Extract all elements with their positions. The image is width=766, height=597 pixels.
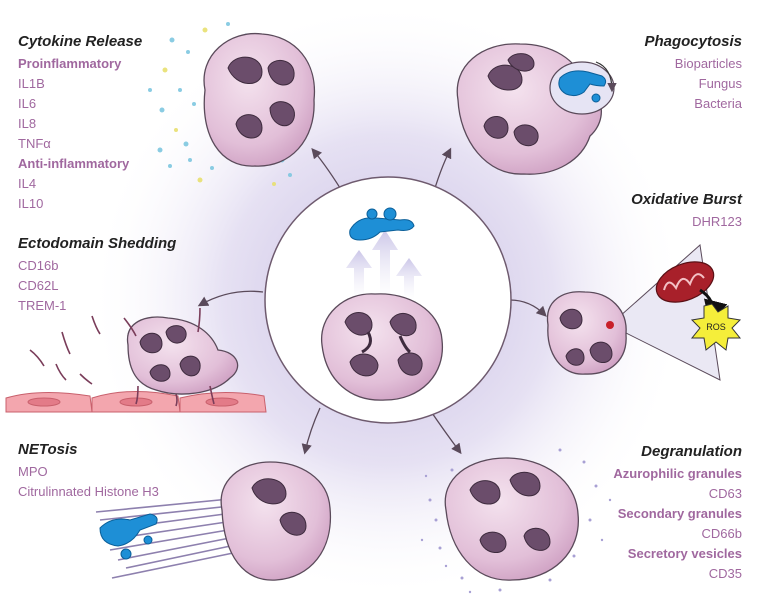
panel-title: NETosis [18,441,78,458]
fungus-stimulus-icon [349,207,415,241]
oxidative-list: DHR123 [631,212,742,232]
arrow-to-oxidative [509,299,547,317]
list-heading: Secondary granules [617,506,742,521]
released-granules [420,448,612,594]
list-item: Fungus [698,76,742,91]
list-heading: Proinflammatory [18,56,122,71]
center-circle [264,176,512,424]
list-item: MPO [18,464,48,479]
panel-title: Degranulation [641,443,742,460]
list-item: IL6 [18,96,37,111]
oxidative-cell-illustration: ROS [546,244,742,381]
central-neutrophil [321,293,444,401]
netosis-illustration [95,461,332,581]
list-item: CD62L [18,278,59,293]
trapped-fungus-icon [99,513,158,560]
list-item: IL10 [18,196,44,211]
list-item: CD66b [701,526,742,541]
list-heading: Anti-inflammatory [18,156,130,171]
list-item: CD63 [708,486,742,501]
list-item: IL8 [18,116,37,131]
list-item: Bioparticles [674,56,742,71]
list-item: TNFα [18,136,51,151]
ros-label: ROS [706,322,726,332]
cytokine-cell-illustration [148,22,316,186]
list-heading: Azurophilic granules [613,466,742,481]
arrow-to-shedding [197,290,264,307]
netosis-list: MPO Citrulinnated Histone H3 [18,462,159,502]
panel-title: Cytokine Release [18,33,143,50]
shed-receptors [29,307,215,407]
list-item: Citrulinnated Histone H3 [18,484,159,499]
shedding-illustration [5,307,267,413]
degranulation-illustration [420,448,612,594]
connector-arrows [197,147,547,455]
panel-netosis: NETosis MPO Citrulinnated Histone H3 [18,440,159,502]
list-item: IL1B [18,76,45,91]
list-item: IL4 [18,176,37,191]
extracellular-traps [95,497,241,579]
mitochondrion-marker [606,321,614,329]
phagocytosis-cell-illustration [456,43,617,175]
panel-title: Phagocytosis [644,33,742,50]
list-heading: Secretory vesicles [627,546,742,561]
mitochondrion-icon [655,261,715,303]
panel-title: Ectodomain Shedding [18,235,177,252]
list-item: CD35 [708,566,742,581]
engulfed-fungus-icon [558,70,607,103]
list-item: DHR123 [692,214,742,229]
list-item: CD16b [18,258,59,273]
ros-burst-icon [690,303,742,351]
list-item: Bacteria [694,96,742,111]
arrow-to-netosis [301,407,321,455]
panel-title: Oxidative Burst [631,191,742,208]
activation-arrows [346,230,422,300]
list-item: TREM-1 [18,298,67,313]
panel-oxidative-burst: Oxidative Burst DHR123 [631,190,742,232]
